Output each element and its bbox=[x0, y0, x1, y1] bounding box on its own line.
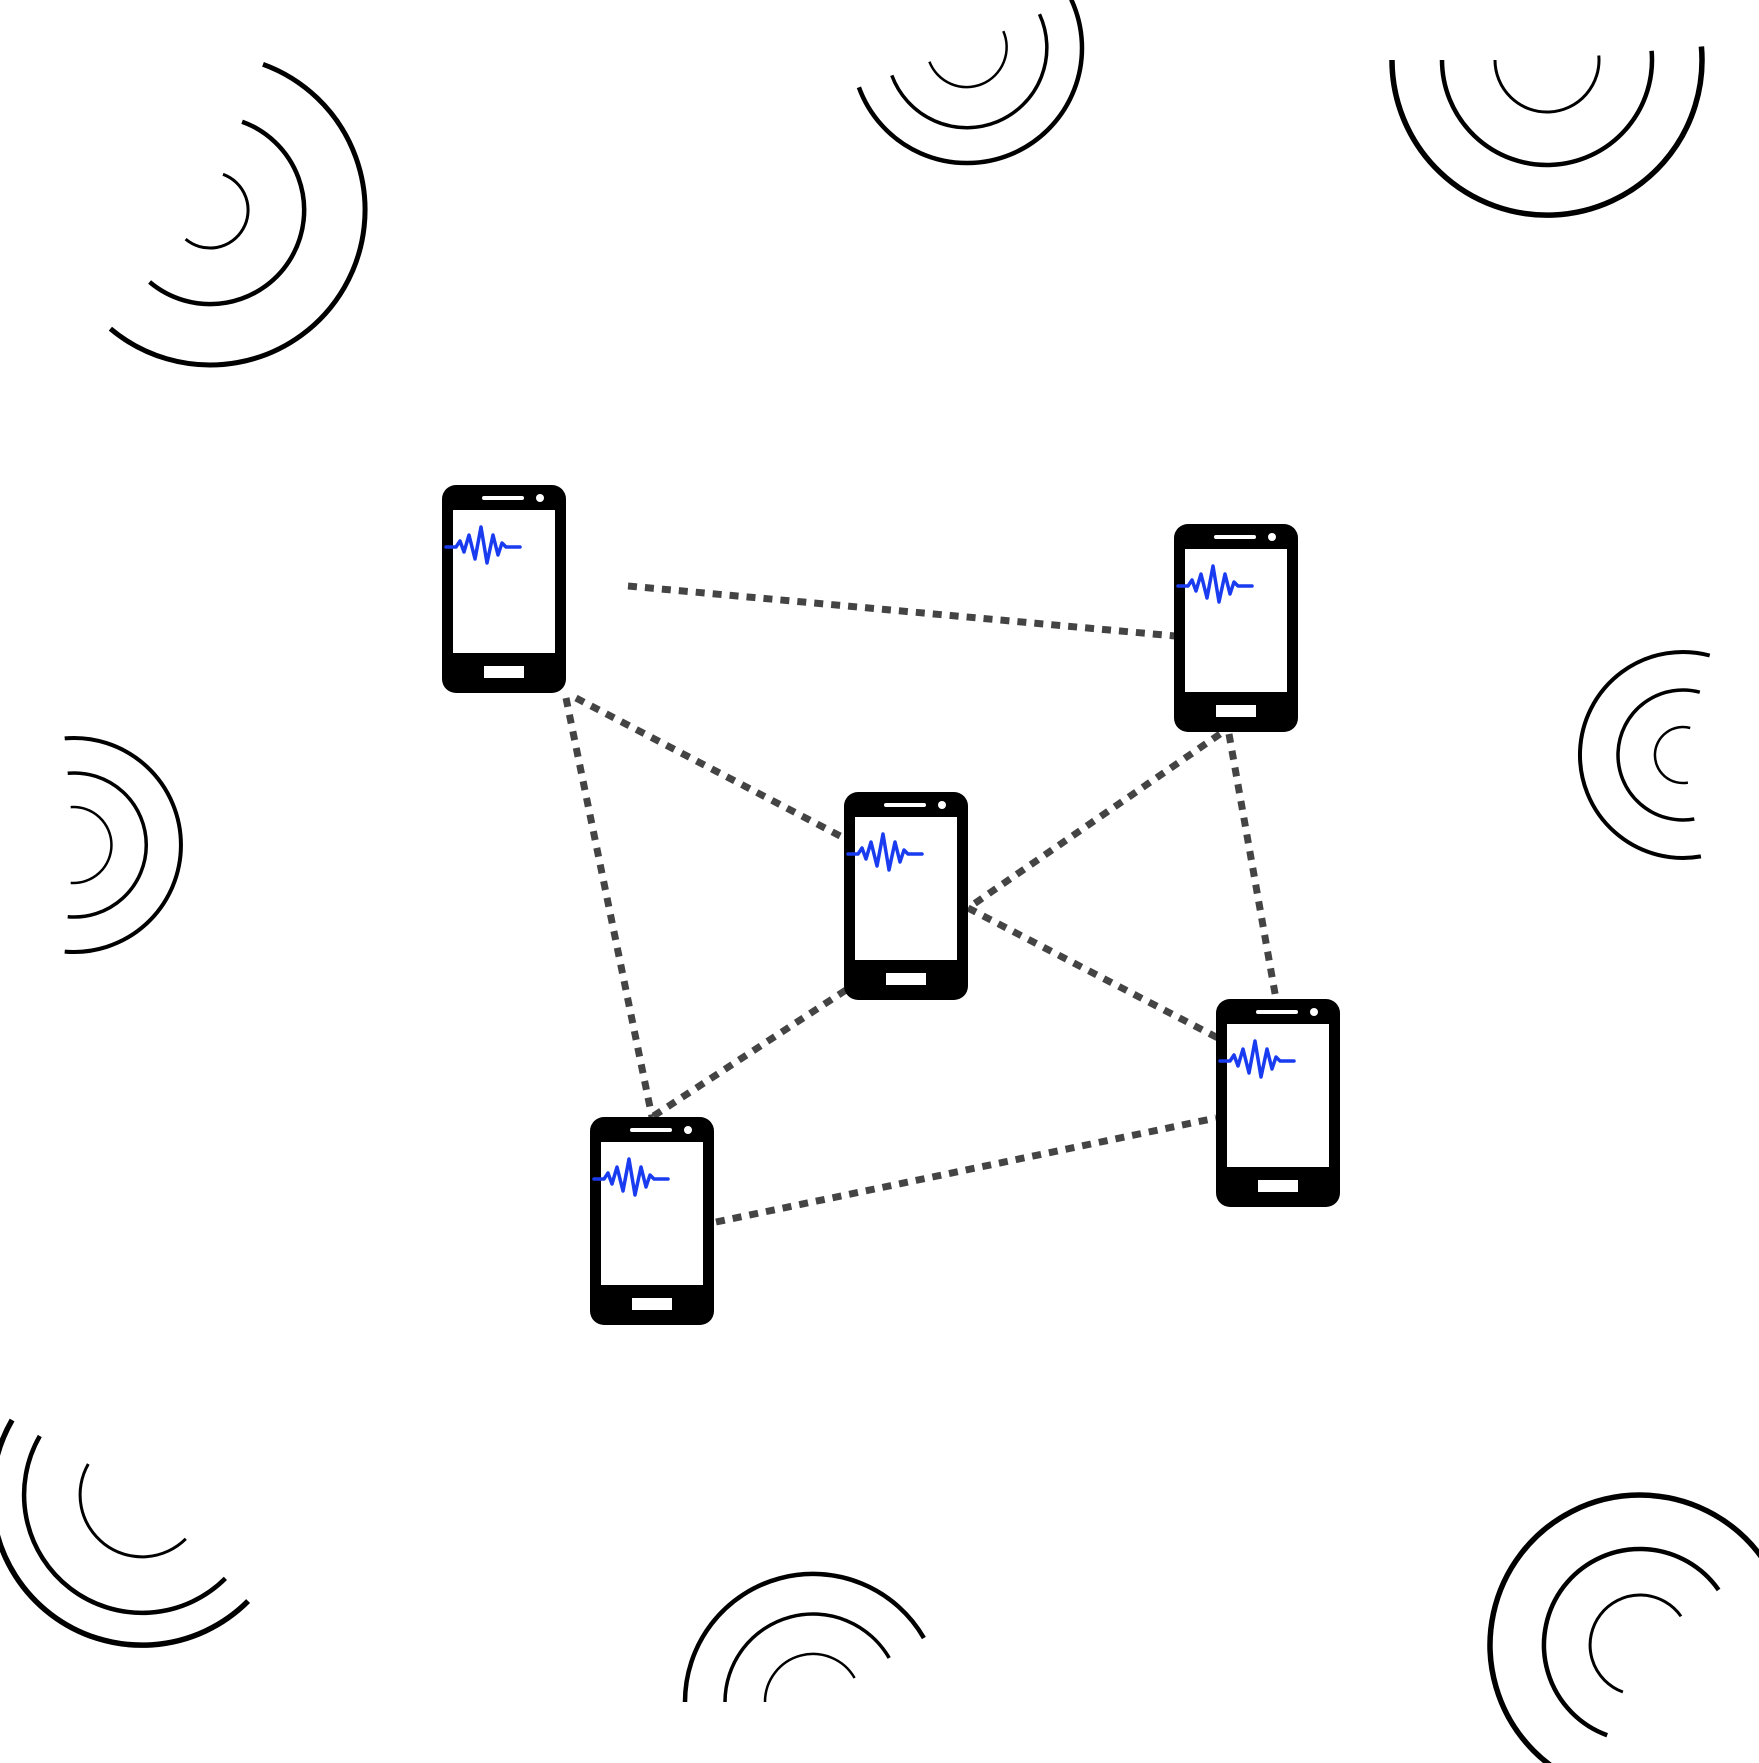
network-link bbox=[1225, 733, 1280, 1000]
phone-screen bbox=[1185, 549, 1287, 692]
phone-speaker bbox=[884, 803, 926, 807]
wave-arc bbox=[148, 119, 307, 307]
wave-arc bbox=[1493, 55, 1601, 114]
phone-screen bbox=[855, 817, 957, 960]
wave-arc bbox=[1588, 1593, 1683, 1694]
links-layer bbox=[562, 582, 1280, 1226]
phone-speaker bbox=[482, 496, 524, 500]
network-link bbox=[966, 731, 1222, 911]
phone-camera bbox=[1310, 1008, 1318, 1016]
wave-arc bbox=[70, 805, 113, 885]
phone-screen bbox=[1227, 1024, 1329, 1167]
phone-home-button bbox=[484, 666, 524, 678]
seismic-signal-icon bbox=[1218, 1039, 1296, 1079]
phone-home-button bbox=[1258, 1180, 1298, 1192]
wave-arc bbox=[682, 1571, 926, 1703]
phone-speaker bbox=[630, 1128, 672, 1132]
wave-arc bbox=[1653, 725, 1691, 785]
network-link bbox=[966, 904, 1220, 1042]
smartphone-icon bbox=[1174, 524, 1298, 732]
wave-arc bbox=[21, 1434, 227, 1616]
wave-arcs-icon bbox=[682, 1571, 926, 1703]
wave-arc bbox=[0, 1418, 251, 1648]
wave-arc bbox=[890, 13, 1049, 130]
wave-arcs-icon bbox=[856, 0, 1085, 166]
network-link bbox=[562, 697, 656, 1118]
wave-arc bbox=[1487, 1492, 1759, 1763]
wave-arc bbox=[184, 172, 250, 250]
wave-arcs-icon bbox=[64, 736, 183, 954]
wave-arc bbox=[1578, 649, 1711, 860]
wave-arc bbox=[1616, 688, 1701, 822]
wave-arcs-icon bbox=[1487, 1492, 1759, 1763]
phone-home-button bbox=[1216, 705, 1256, 717]
seismic-signal-icon bbox=[846, 832, 924, 872]
nodes-layer bbox=[442, 485, 1340, 1325]
seismic-signal-icon bbox=[592, 1157, 670, 1197]
wave-arc bbox=[763, 1652, 856, 1703]
wave-arc bbox=[856, 0, 1085, 166]
wave-arc bbox=[78, 1463, 187, 1559]
seismic-signal-icon bbox=[1176, 564, 1254, 604]
seismic-signal-icon bbox=[444, 525, 522, 565]
wave-arcs-icon bbox=[0, 1418, 251, 1648]
phone-home-button bbox=[886, 973, 926, 985]
phone-camera bbox=[536, 494, 544, 502]
phone-speaker bbox=[1214, 535, 1256, 539]
wave-arc bbox=[64, 736, 183, 954]
network-link bbox=[627, 582, 1176, 640]
smartphone-icon bbox=[590, 1117, 714, 1325]
wave-arc bbox=[928, 30, 1008, 89]
wave-arc bbox=[1541, 1546, 1721, 1738]
wave-arc bbox=[67, 771, 149, 919]
phone-camera bbox=[1268, 533, 1276, 541]
wave-arc bbox=[723, 1612, 891, 1703]
wave-arcs-icon bbox=[1389, 46, 1705, 218]
phone-camera bbox=[684, 1126, 692, 1134]
network-link bbox=[650, 987, 848, 1120]
phone-home-button bbox=[632, 1298, 672, 1310]
smartphone-icon bbox=[844, 792, 968, 1000]
phone-speaker bbox=[1256, 1010, 1298, 1014]
phone-camera bbox=[938, 801, 946, 809]
wave-arc bbox=[1389, 46, 1705, 218]
smartphone-icon bbox=[1216, 999, 1340, 1207]
wave-arc bbox=[108, 61, 368, 368]
phone-screen bbox=[453, 510, 555, 653]
smartphone-icon bbox=[442, 485, 566, 693]
wave-arcs-icon bbox=[108, 61, 368, 368]
wave-arc bbox=[1439, 50, 1655, 168]
phone-screen bbox=[601, 1142, 703, 1285]
network-link bbox=[715, 1114, 1217, 1226]
wave-arcs-icon bbox=[1578, 649, 1711, 860]
